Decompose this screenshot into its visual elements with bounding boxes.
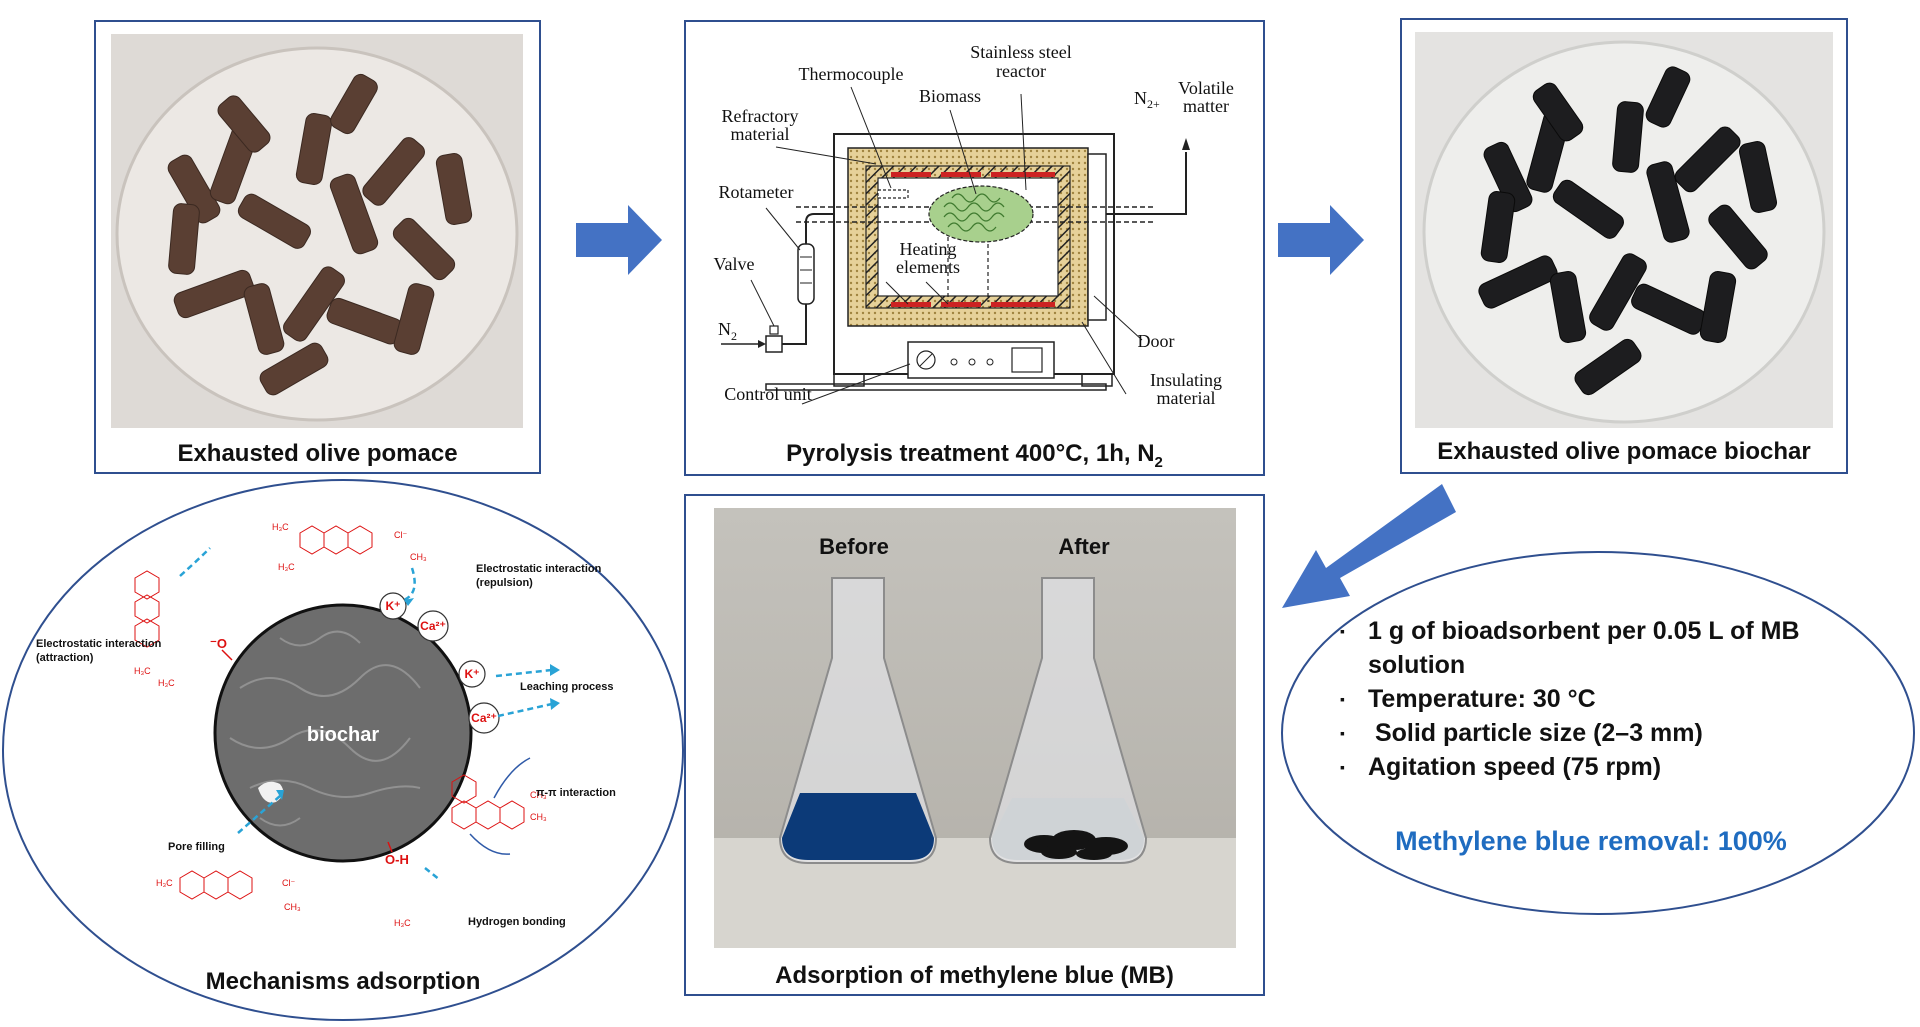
label-insulating-2: material: [1157, 388, 1216, 408]
conditions-ellipse: [1281, 551, 1915, 915]
pyrolysis-reactor-diagram: Thermocouple Stainless steel reactor Bio…: [714, 42, 1234, 408]
label-valve: Valve: [714, 254, 755, 274]
label-volatile-2: matter: [1183, 96, 1229, 116]
condition-text: Temperature: 30 °C: [1368, 685, 1596, 713]
chem-label-h3c-4: H₃C: [158, 678, 175, 688]
chem-label-ch3-3: CH₃: [530, 790, 547, 800]
flask-after: [988, 577, 1148, 864]
surface-oh: O-H: [385, 852, 409, 867]
bullet-square-icon: ▪: [1340, 691, 1345, 707]
label-volatile-1: Volatile: [1178, 78, 1234, 98]
right-arrow-2: [1278, 205, 1364, 275]
ion-k-1: K⁺: [386, 599, 401, 613]
condition-text: Agitation speed (75 rpm): [1368, 753, 1662, 781]
adsorption-caption: Adsorption of methylene blue (MB): [775, 962, 1174, 989]
chem-label-cl-2: Cl⁻: [282, 878, 295, 888]
chem-label-h3c-6: H₃C: [394, 918, 411, 928]
label-n2-out-sub: 2+: [1147, 97, 1160, 111]
label-repulsion-1: Electrostatic interaction: [476, 563, 602, 575]
chem-label-ch3-2: CH₃: [284, 902, 301, 912]
pomace-pellets-image: [115, 46, 519, 422]
valve-body: [765, 335, 783, 353]
rotameter-tube: [797, 243, 815, 305]
condition-text: Solid particle size (2–3 mm): [1368, 719, 1703, 747]
surface-o-minus: ⁻O: [210, 636, 227, 651]
diagonal-arrow: [1282, 484, 1456, 608]
right-arrow-1: [576, 205, 662, 275]
label-leaching: Leaching process: [520, 681, 614, 693]
bullet-square-icon: ▪: [1340, 623, 1345, 639]
flask-before: [778, 577, 938, 864]
biochar-center-label: biochar: [307, 724, 379, 746]
label-insulating-1: Insulating: [1150, 370, 1222, 390]
chem-label-h3c-3: H₃C: [134, 666, 151, 676]
adsorption-photo: Before After: [714, 508, 1236, 948]
label-n2-out: N: [1134, 88, 1147, 108]
pyrolysis-caption: Pyrolysis treatment 400°C, 1h, N2: [686, 440, 1263, 471]
label-control-unit: Control unit: [724, 384, 812, 404]
label-repulsion-2: (repulsion): [476, 577, 533, 589]
flasks-image: Before After: [714, 534, 1236, 948]
biochar-photo: [1415, 32, 1833, 428]
biochar-pellets-image: [1422, 40, 1826, 424]
chem-label-ch3-4: CH₃: [530, 812, 547, 822]
raw-pomace-caption: Exhausted olive pomace: [177, 440, 458, 467]
bullet-square-icon: ▪: [1340, 725, 1345, 741]
label-heating-1: Heating: [900, 239, 957, 259]
chem-label-cl-1: Cl⁻: [394, 530, 407, 540]
mechanisms-panel: biochar K⁺ Ca²⁺ K⁺ Ca²⁺ ⁻O O-H: [0, 478, 686, 1023]
label-attraction-2: (attraction): [36, 652, 94, 664]
mb-molecule-right: [451, 774, 525, 830]
label-pipi: π-π interaction: [536, 787, 616, 799]
label-hydrogen-bonding: Hydrogen bonding: [468, 916, 566, 928]
condition-item: ▪ Solid particle size (2–3 mm): [1340, 716, 1860, 750]
mb-molecule-top: [299, 525, 373, 555]
pyrolysis-caption-main: Pyrolysis treatment 400°C, 1h, N: [786, 440, 1155, 467]
raw-pomace-panel: Exhausted olive pomace: [94, 20, 541, 474]
condition-item: ▪ 1 g of bioadsorbent per 0.05 L of MB so…: [1340, 614, 1860, 682]
mb-molecule-bottom: [179, 870, 253, 900]
chem-label-h3c-2: H₃C: [278, 562, 295, 572]
mb-solution-before: [782, 793, 934, 860]
bullet-square-icon: ▪: [1340, 759, 1345, 775]
label-reactor-2: reactor: [996, 61, 1046, 81]
pyrolysis-panel: Thermocouple Stainless steel reactor Bio…: [684, 20, 1265, 476]
label-rotameter: Rotameter: [719, 182, 794, 202]
label-n2-in-sub: 2: [731, 329, 737, 343]
chem-label-h3c-5: H₃C: [156, 878, 173, 888]
mechanisms-caption: Mechanisms adsorption: [205, 968, 481, 995]
label-pore-filling: Pore filling: [168, 841, 225, 853]
ion-k-2: K⁺: [465, 667, 480, 681]
adsorption-panel: Before After Adsorption of methylene blu…: [684, 494, 1265, 996]
biomass-blob: [928, 185, 1034, 243]
control-unit-box: [907, 341, 1055, 379]
label-before: Before: [819, 534, 889, 559]
label-biomass: Biomass: [919, 86, 981, 106]
removal-result: Methylene blue removal: 100%: [1395, 826, 1787, 856]
biochar-panel: Exhausted olive pomace biochar: [1400, 18, 1848, 474]
chem-label-h3c-1: H₃C: [272, 522, 289, 532]
label-attraction-1: Electrostatic interaction: [36, 638, 162, 650]
label-heating-2: elements: [896, 257, 960, 277]
label-refractory-1: Refractory: [722, 106, 799, 126]
label-reactor-1: Stainless steel: [970, 42, 1072, 62]
label-after: After: [1058, 534, 1110, 559]
label-thermocouple: Thermocouple: [799, 64, 904, 84]
conditions-list: ▪ 1 g of bioadsorbent per 0.05 L of MB so…: [1340, 614, 1860, 784]
biochar-sediment: [1024, 830, 1128, 860]
condition-item: ▪ Temperature: 30 °C: [1340, 682, 1860, 716]
mb-molecule-left: [134, 570, 160, 648]
pyrolysis-caption-sub: 2: [1154, 453, 1163, 471]
biochar-caption: Exhausted olive pomace biochar: [1437, 438, 1811, 465]
mechanisms-diagram: biochar K⁺ Ca²⁺ K⁺ Ca²⁺ ⁻O O-H: [2, 479, 684, 1021]
raw-pomace-photo: [111, 34, 523, 428]
ion-ca-1: Ca²⁺: [420, 619, 446, 633]
label-refractory-2: material: [731, 124, 790, 144]
condition-item: ▪ Agitation speed (75 rpm): [1340, 750, 1860, 784]
label-n2-in: N: [718, 319, 731, 339]
condition-text: 1 g of bioadsorbent per 0.05 L of MB sol…: [1368, 617, 1800, 679]
chem-label-ch3-1: CH₃: [410, 552, 427, 562]
label-door: Door: [1138, 331, 1175, 351]
ion-ca-2: Ca²⁺: [471, 711, 497, 725]
